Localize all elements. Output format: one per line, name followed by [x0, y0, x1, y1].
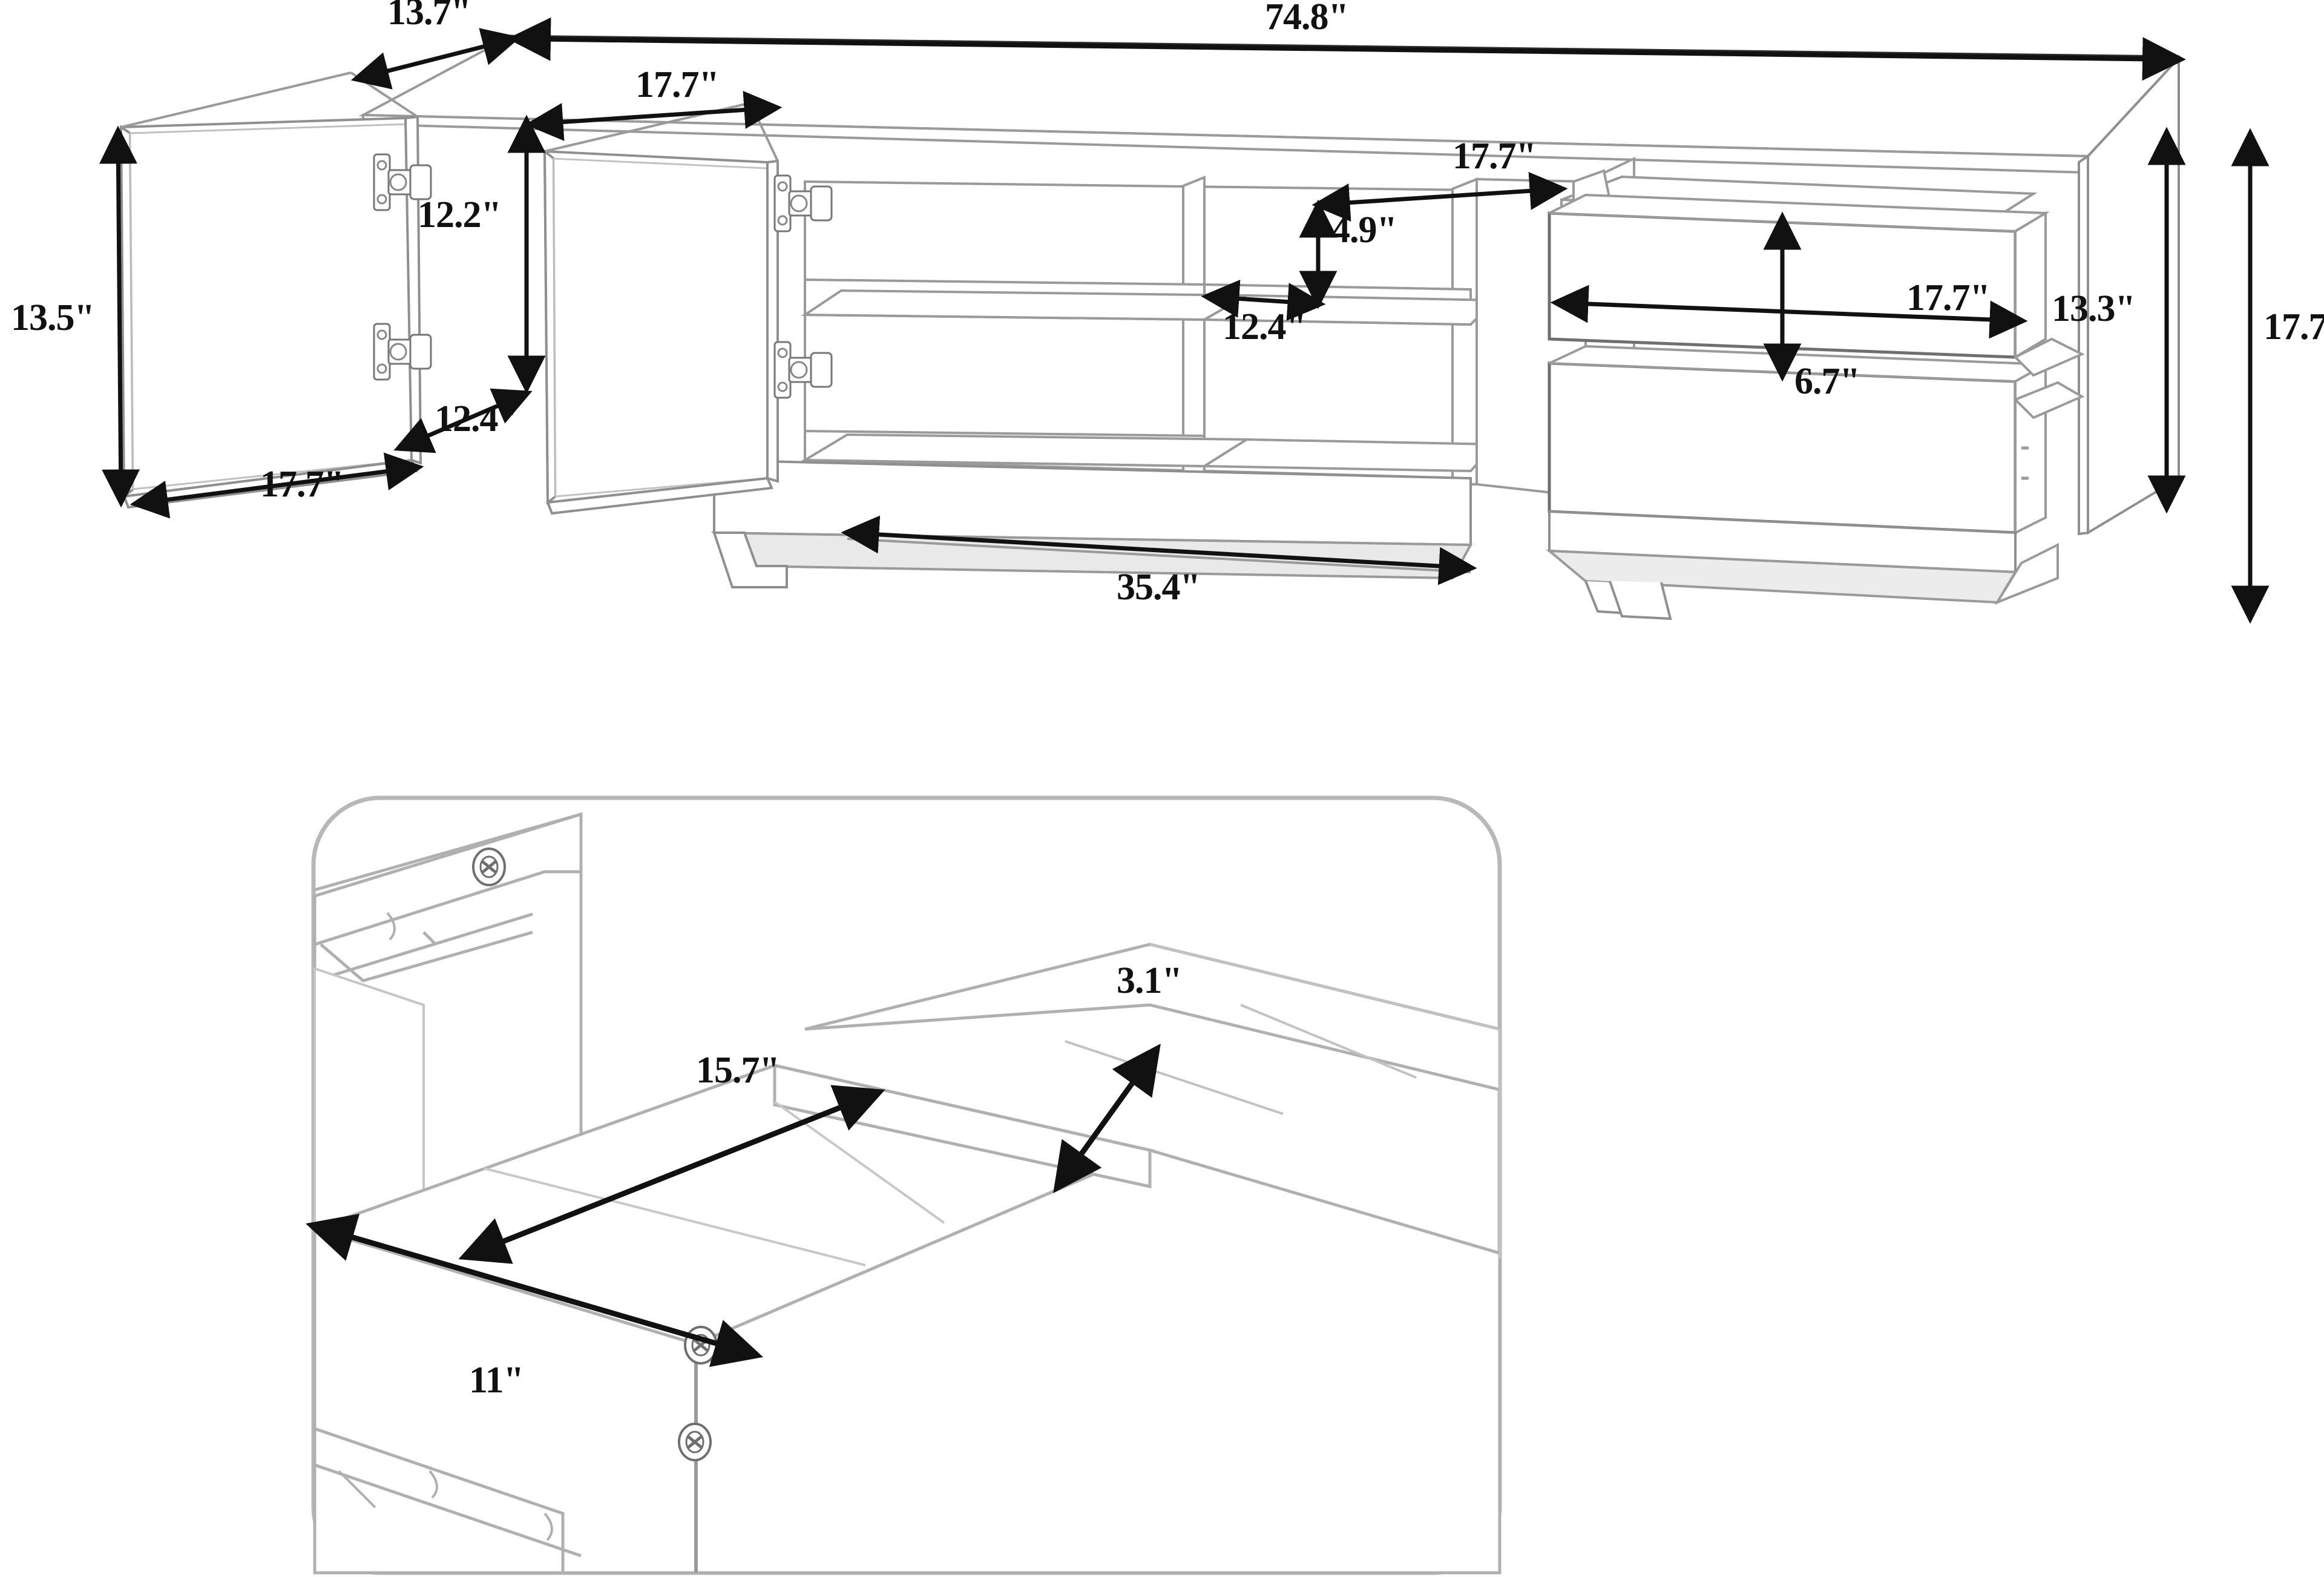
dim-label-drawer-inner-width: 11"	[469, 1360, 524, 1401]
dim-label-drawer-stack-height: 6.7"	[1794, 361, 1860, 402]
dim-drawer-inner-width: 11"	[306, 1214, 763, 1401]
dim-label-door-bottom-width: 17.7"	[260, 464, 344, 505]
dim-drawer-inner-depth: 3.1"	[1053, 960, 1183, 1193]
main-assembly-view: 13.7" 74.8" 17.7" 13.5" 12.2" 17.7"	[11, 0, 2324, 624]
screw-bottom	[679, 1424, 711, 1460]
dim-label-cabinet-side-height: 13.3"	[2052, 288, 2135, 329]
drawer-detail-view: 15.7" 11" 3.1"	[306, 795, 1502, 1575]
screw-top	[473, 849, 505, 885]
dim-label-door-open-width: 17.7"	[635, 64, 719, 105]
dim-label-overall-width: 74.8"	[1265, 0, 1348, 38]
dim-label-door-panel-height: 13.5"	[11, 297, 94, 338]
dim-door-panel-height: 13.5"	[11, 125, 140, 508]
door-top-edge	[120, 71, 352, 128]
dim-door-open-width: 17.7"	[525, 64, 783, 141]
dim-label-drawer-inner-depth: 3.1"	[1117, 960, 1182, 1001]
dim-overall-width: 74.8"	[507, 0, 2186, 81]
second-door-panel	[543, 102, 779, 515]
dim-shelf-opening-width: 17.7"	[1311, 136, 1568, 222]
dim-label-shelf-clear-height: 4.9"	[1331, 209, 1397, 251]
dim-depth-top-left: 13.7"	[350, 0, 521, 90]
screw-middle	[685, 1327, 717, 1363]
dim-cabinet-inner-depth: 12.4"	[393, 388, 533, 453]
dim-door-bottom-width: 17.7"	[130, 452, 424, 519]
dim-label-overall-height: 17.7"	[2263, 306, 2324, 347]
dim-cabinet-side-height: 13.3"	[2052, 127, 2186, 514]
dim-door-inner-height: 12.2"	[418, 114, 546, 394]
dim-label-drawer-inner-length: 15.7"	[696, 1050, 780, 1091]
dim-label-shelf-opening-width: 17.7"	[1452, 136, 1536, 177]
dim-label-drawer-width: 17.7"	[1906, 277, 1990, 318]
dim-label-base-width: 35.4"	[1117, 567, 1200, 608]
dim-label-shelf-depth: 12.4"	[1223, 306, 1306, 347]
dim-overall-height: 17.7"	[2231, 128, 2324, 624]
dim-label-door-inner-height: 12.2"	[418, 194, 501, 235]
dim-label-cabinet-inner-depth: 12.4"	[435, 398, 518, 440]
dim-drawer-stack-height: 6.7"	[1763, 211, 1860, 402]
dim-base-width: 35.4"	[841, 515, 1477, 608]
dim-shelf-depth: 12.4"	[1201, 279, 1326, 347]
dim-shelf-clear-height: 4.9"	[1299, 199, 1397, 309]
dim-label-depth-top-left: 13.7"	[387, 0, 471, 33]
